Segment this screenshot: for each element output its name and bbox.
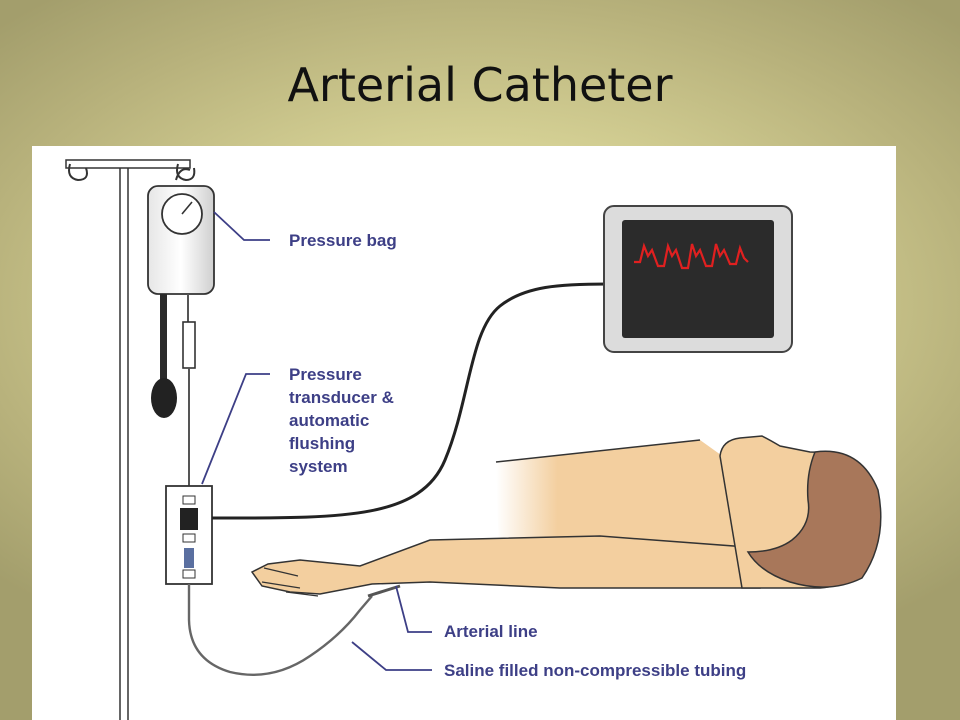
label-transducer-line-3: automatic <box>289 411 369 430</box>
arterial-catheter <box>367 584 401 598</box>
label-transducer-line-2: transducer & <box>289 388 394 407</box>
iv-pole-icon <box>65 159 196 720</box>
label-transducer-line-5: system <box>289 457 348 476</box>
monitor-icon <box>603 205 793 353</box>
label-transducer-line-1: Pressure <box>289 365 362 384</box>
label-pressure-bag: Pressure bag <box>289 231 397 250</box>
label-saline-tubing: Saline filled non-compressible tubing <box>444 661 746 680</box>
slide-title: Arterial Catheter <box>287 58 673 112</box>
drip-tubing <box>182 294 196 488</box>
pressure-bag-icon <box>147 168 215 295</box>
label-transducer-line-4: flushing <box>289 434 355 453</box>
pressure-gauge-icon <box>161 193 203 235</box>
leader-lines <box>201 211 432 671</box>
monitor-cable <box>211 282 609 520</box>
hair <box>746 450 882 588</box>
waveform <box>634 242 749 270</box>
bulb-pump-icon <box>151 294 177 418</box>
patient-icon <box>250 435 882 597</box>
label-arterial-line: Arterial line <box>444 622 538 641</box>
saline-tubing <box>187 584 373 676</box>
arm <box>250 535 761 595</box>
transducer-icon <box>165 485 213 585</box>
